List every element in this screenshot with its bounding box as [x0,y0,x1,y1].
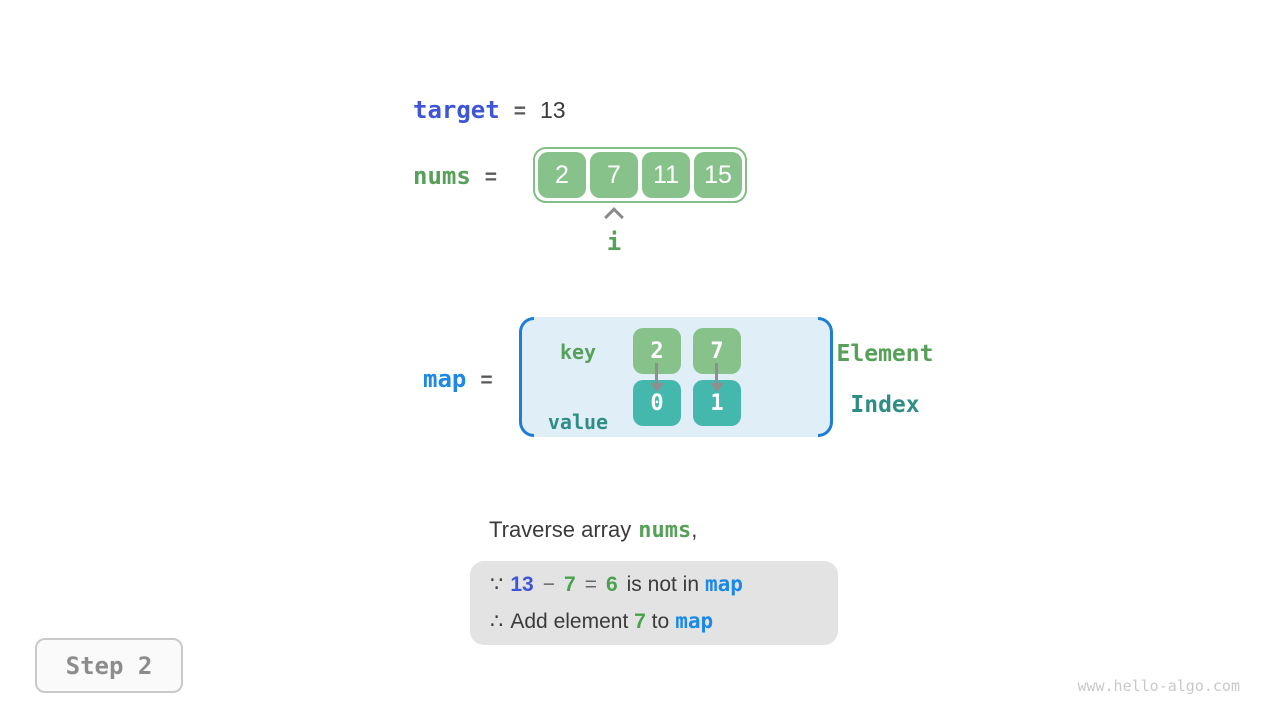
difference-number: 6 [605,573,618,596]
note-text: is not in [626,573,700,596]
watermark: www.hello-algo.com [1077,677,1240,695]
nums-row-label: nums = [413,162,497,190]
index-label: Index [850,392,920,418]
equals-sign: = [480,369,493,392]
minus-sign: − [542,573,555,596]
key-value-arrow-icon [655,363,658,384]
step-badge: Step 2 [35,638,183,693]
up-chevron-icon [604,207,624,227]
array-cell: 7 [590,152,638,198]
array-cell: 11 [642,152,690,198]
target-row: target = 13 [413,96,566,124]
caption-prefix: Traverse array [489,517,632,542]
step-badge-label: Step 2 [65,651,153,680]
caption-code-nums: nums [638,518,692,543]
key-value-arrow-icon [715,363,718,384]
nums-array: 2 7 11 15 [533,147,747,203]
because-symbol: ∵ [490,573,504,596]
element-number: 7 [564,573,576,596]
pointer-label: i [606,228,622,256]
note-code-map: map [705,572,743,596]
index-pointer: i [589,207,639,256]
hash-map-box: key value 2 7 0 1 [519,317,833,437]
map-row-label: map = [423,365,493,393]
target-number: 13 [510,573,534,596]
nums-keyword: nums [413,162,471,190]
target-value: 13 [539,97,566,123]
right-bracket [818,317,833,437]
note-code-map: map [675,609,714,633]
equals-sign: = [584,573,597,596]
map-key-cell: 2 [633,328,681,374]
element-number: 7 [634,610,646,633]
left-bracket [519,317,534,437]
array-cell: 2 [538,152,586,198]
equals-sign: = [513,100,526,123]
note-text: Add element [510,610,629,633]
element-label: Element [836,341,934,367]
note-text: to [651,610,670,633]
target-keyword: target [413,96,500,124]
array-cell: 15 [694,152,742,198]
map-key-cell: 7 [693,328,741,374]
caption-suffix: , [691,517,698,542]
equals-sign: = [484,166,498,189]
map-keyword: map [423,365,467,393]
therefore-symbol: ∴ [490,610,504,633]
map-side-labels: Element Index [833,340,937,419]
key-label: key [559,340,597,364]
value-label: value [547,410,609,434]
